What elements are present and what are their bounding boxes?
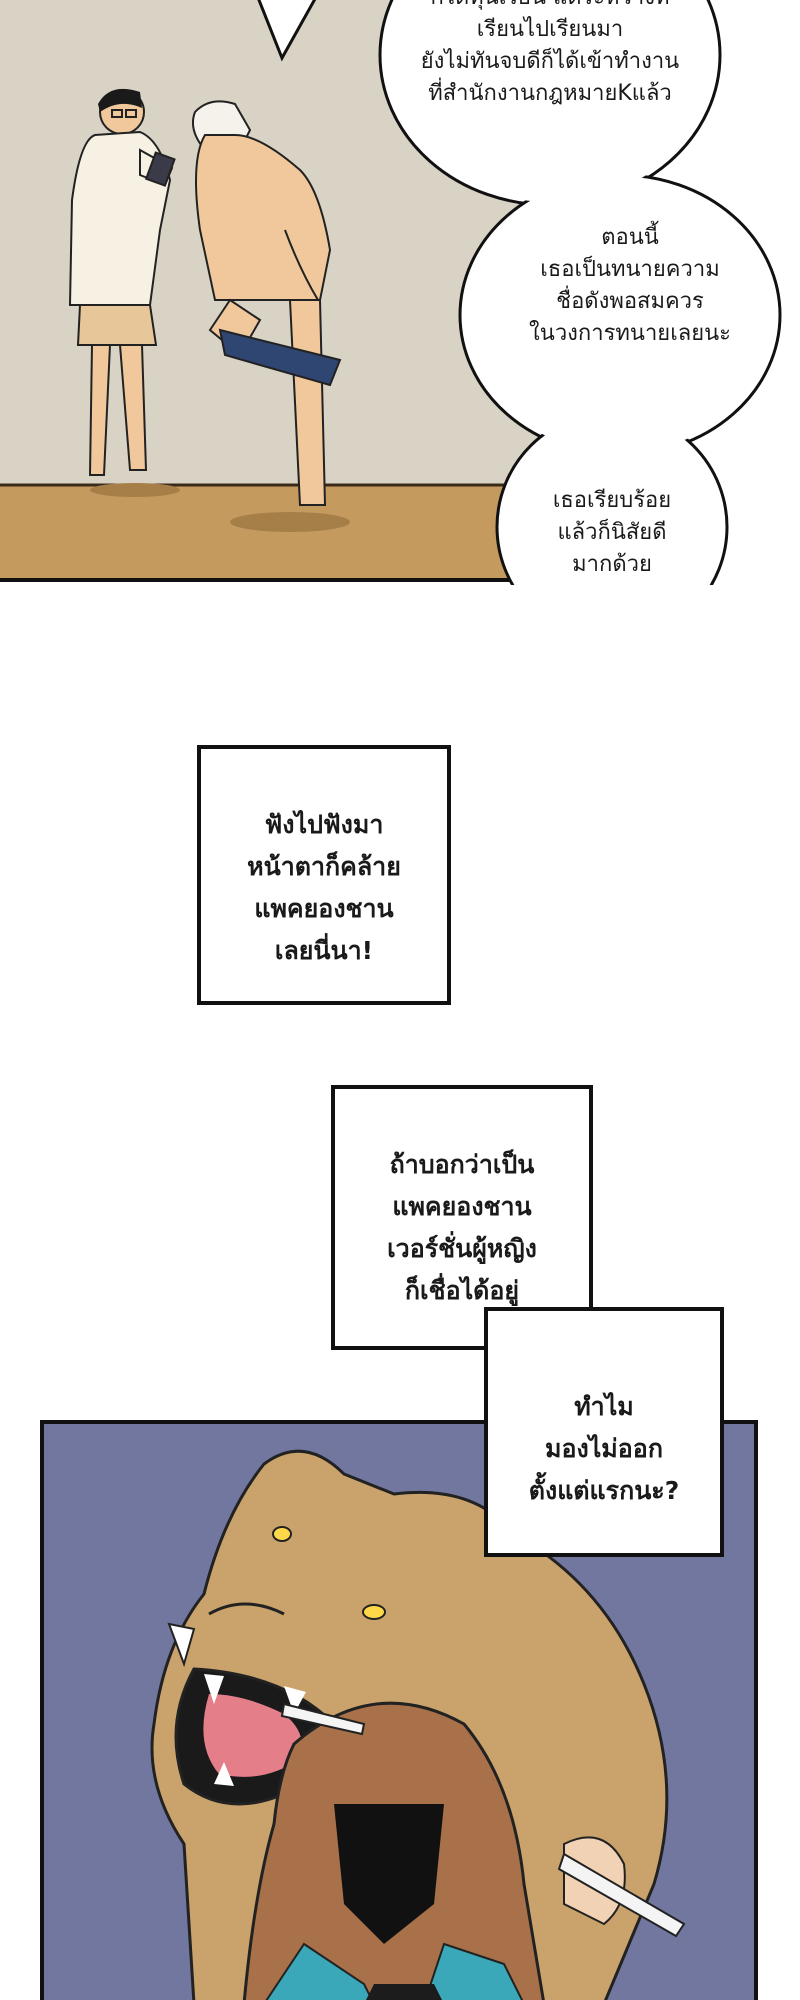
narration-2-line-3: เวอร์ชั่นผู้หญิง (387, 1234, 537, 1263)
narration-1-line-1: ฟังไปฟังมา (264, 810, 384, 839)
box-join-patch (488, 1342, 589, 1354)
bubble-middle-line-4: ในวงการทนายเลยนะ (529, 320, 731, 346)
bubble-bottom-line-2: แล้วก็นิสัยดี (557, 519, 667, 545)
narration-2-line-4: ก็เชื่อได้อยู่ (404, 1276, 520, 1305)
panel-lion (40, 1420, 758, 2000)
narration-3-line-2: มองไม่ออก (545, 1434, 663, 1463)
narration-box-2: ถ้าบอกว่าเป็น แพคยองชาน เวอร์ชั่นผู้หญิง… (331, 1085, 593, 1350)
narration-2-line-2: แพคยองชาน (392, 1192, 532, 1221)
bubble-middle-line-2: เธอเป็นทนายความ (540, 256, 720, 282)
narration-1-line-4: เลยนี่นา! (274, 936, 374, 965)
speech-bubbles (257, 0, 782, 585)
narration-box-1: ฟังไปฟังมา หน้าตาก็คล้าย แพคยองชาน เลยนี… (197, 745, 451, 1005)
man-glasses-figure (68, 88, 176, 476)
narration-3-line-1: ทำไม (574, 1392, 634, 1421)
bubble-bottom-text: เธอเรียบร้อย แล้วก็นิสัยดี มากด้วย (507, 485, 717, 581)
bubble-middle-line-1: ตอนนี้ (601, 225, 659, 250)
lion-woman-illustration (44, 1424, 754, 2000)
bubble-top-line-3: ยังไม่ทันจบดีก็ได้เข้าทำงาน (420, 48, 680, 74)
narration-3-line-3: ตั้งแต่แรกนะ? (528, 1476, 680, 1505)
bubble-middle-text: ตอนนี้ เธอเป็นทนายความ ชื่อดังพอสมควร ใน… (500, 222, 760, 350)
bubble-top-line-1: ก็ได้ทุนเรียน แต่ระหว่างที่ (390, 0, 710, 14)
narration-1-line-2: หน้าตาก็คล้าย (247, 852, 401, 881)
narration-1-line-3: แพคยองชาน (254, 894, 394, 923)
bubble-bottom-line-3: มากด้วย (572, 551, 652, 577)
man-towel-figure (192, 100, 342, 506)
bubble-top-text: ก็ได้ทุนเรียน แต่ระหว่างที่ เรียนไปเรียน… (390, 0, 710, 110)
bubble-middle-line-3: ชื่อดังพอสมควร (556, 288, 704, 314)
panel-hallway: ก็ได้ทุนเรียน แต่ระหว่างที่ เรียนไปเรียน… (0, 0, 800, 585)
narration-2-line-1: ถ้าบอกว่าเป็น (389, 1150, 535, 1179)
bubble-top-line-2: เรียนไปเรียนมา (476, 16, 624, 42)
bubble-bottom-line-1: เธอเรียบร้อย (552, 488, 672, 513)
bubble-top-line-4: ที่สำนักงานกฎหมายKแล้ว (428, 80, 672, 106)
